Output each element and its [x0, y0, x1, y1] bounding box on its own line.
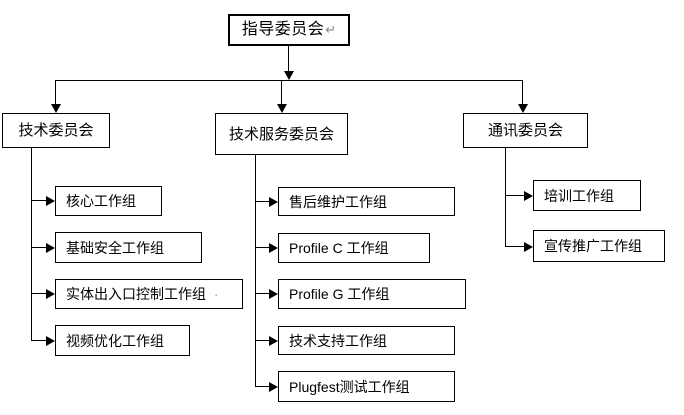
arrow-technical-group-3-icon [46, 289, 55, 299]
node-basic-security-working-group-label: 基础安全工作组 [66, 239, 164, 256]
node-basic-security-working-group[interactable]: 基础安全工作组 [55, 232, 202, 263]
connector-communication-spine [505, 148, 506, 247]
node-technical-committee[interactable]: 技术委员会 [2, 113, 110, 148]
node-profile-g-working-group-label: Profile G 工作组 [289, 286, 390, 302]
node-training-working-group-label: 培训工作组 [544, 187, 614, 204]
arrow-communication-group-1-icon [524, 191, 533, 201]
arrow-bus-to-technical-service-icon [277, 104, 287, 113]
connector-service-to-group-4 [255, 340, 269, 341]
trailing-mark-icon: · [214, 286, 219, 302]
node-technical-service-committee-label: 技术服务委员会 [228, 125, 334, 143]
arrow-bus-to-technical-icon [51, 104, 61, 113]
arrow-service-group-3-icon [269, 289, 278, 299]
node-technical-support-working-group[interactable]: 技术支持工作组 [278, 326, 455, 355]
node-technical-service-committee[interactable]: 技术服务委员会 [215, 113, 348, 155]
node-core-working-group[interactable]: 核心工作组 [55, 186, 162, 216]
arrow-service-group-1-icon [269, 197, 278, 207]
arrow-service-group-4-icon [269, 336, 278, 346]
arrow-bus-to-communication-icon [518, 104, 528, 113]
arrow-service-group-5-icon [269, 382, 278, 392]
connector-communication-to-group-2 [505, 246, 524, 247]
arrow-service-group-2-icon [269, 243, 278, 253]
node-plugfest-testing-working-group-label: Plugfest测试工作组 [289, 378, 410, 395]
node-steering-committee-label: 指导委员会 [241, 21, 325, 38]
node-profile-c-working-group[interactable]: Profile C 工作组 [278, 233, 430, 263]
connector-technical-to-group-4 [31, 340, 46, 341]
arrow-technical-group-4-icon [46, 336, 55, 346]
arrow-technical-group-2-icon [46, 243, 55, 253]
node-profile-g-working-group[interactable]: Profile G 工作组 [278, 279, 466, 309]
connector-technical-to-group-3 [31, 293, 46, 294]
node-profile-c-working-group-label: Profile C 工作组 [289, 240, 389, 256]
node-after-sales-maintenance-working-group-label: 售后维护工作组 [289, 193, 387, 210]
node-communication-committee-label: 通讯委员会 [487, 122, 563, 139]
connector-service-to-group-3 [255, 293, 269, 294]
connector-technical-spine [31, 148, 32, 341]
connector-root-stem [288, 46, 289, 71]
node-physical-access-control-working-group-label: 实体出入口控制工作组 [66, 286, 206, 302]
connector-service-to-group-5 [255, 386, 269, 387]
connector-bus-to-technical-service [281, 80, 282, 104]
arrow-root-to-bus-icon [284, 71, 294, 80]
arrow-technical-group-1-icon [46, 196, 55, 206]
paragraph-mark-icon: ↵ [325, 22, 337, 37]
node-steering-committee[interactable]: 指导委员会↵ [228, 14, 350, 46]
node-video-optimization-working-group[interactable]: 视频优化工作组 [55, 325, 190, 356]
node-technical-committee-label: 技术委员会 [18, 122, 94, 139]
connector-technical-to-group-2 [31, 247, 46, 248]
node-communication-committee[interactable]: 通讯委员会 [463, 113, 588, 148]
node-promotion-working-group[interactable]: 宣传推广工作组 [533, 230, 665, 262]
node-training-working-group[interactable]: 培训工作组 [533, 180, 641, 211]
connector-technical-service-spine [255, 155, 256, 386]
connector-service-to-group-2 [255, 247, 269, 248]
arrow-communication-group-2-icon [524, 242, 533, 252]
node-physical-access-control-working-group[interactable]: 实体出入口控制工作组 · [55, 279, 243, 309]
node-promotion-working-group-label: 宣传推广工作组 [544, 238, 642, 254]
node-technical-support-working-group-label: 技术支持工作组 [289, 332, 387, 349]
connector-communication-to-group-1 [505, 195, 524, 196]
connector-bus-to-technical [55, 80, 56, 104]
connector-bus-to-communication [522, 80, 523, 104]
connector-technical-to-group-1 [31, 200, 46, 201]
connector-horizontal-bus [55, 80, 522, 81]
node-plugfest-testing-working-group[interactable]: Plugfest测试工作组 [278, 371, 455, 402]
node-core-working-group-label: 核心工作组 [66, 193, 136, 209]
connector-service-to-group-1 [255, 201, 269, 202]
node-video-optimization-working-group-label: 视频优化工作组 [66, 332, 164, 349]
node-after-sales-maintenance-working-group[interactable]: 售后维护工作组 [278, 187, 455, 216]
